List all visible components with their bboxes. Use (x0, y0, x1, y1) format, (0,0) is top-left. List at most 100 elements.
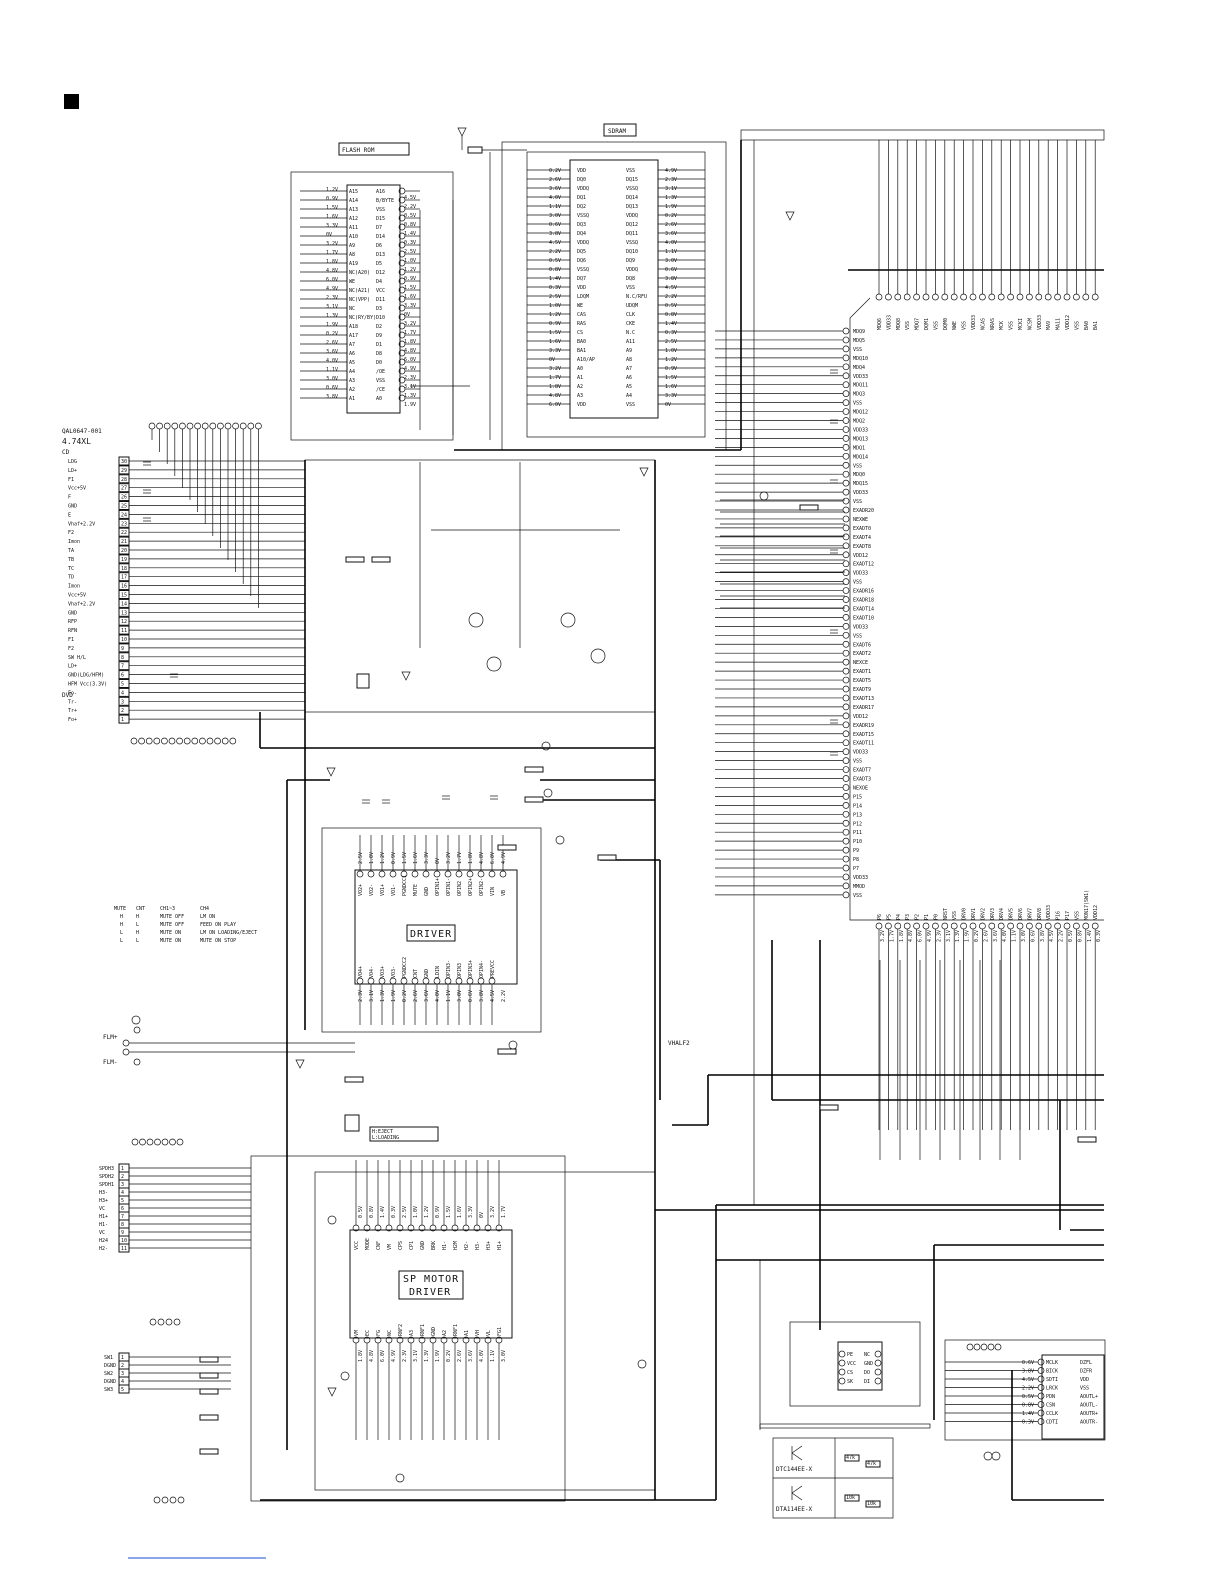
voltage-label: 1.1V (490, 1350, 496, 1362)
voltage-label: 6.0V (380, 1350, 386, 1362)
spm-bottom-pin-label: VH (475, 1330, 481, 1336)
voltage-label: 4.5V (1049, 930, 1055, 942)
flash-pin-label: NC(A20) (349, 270, 370, 276)
spm-bottom-pin-label: FG (376, 1330, 382, 1336)
mpeg-bottom-pin-label: DRV3 (990, 908, 996, 920)
voltage-label: 4.5V (490, 990, 496, 1002)
flash-pin-label: A18 (349, 324, 358, 330)
pickup-pin-label: Fo+ (68, 717, 77, 723)
flm-minus-label: FLM- (103, 1059, 117, 1066)
pickup-test-points-top (148, 422, 262, 608)
voltage-label: 1.0V (413, 1206, 419, 1218)
mute-table-cell: H (136, 914, 139, 920)
spm-bottom-pin-label: VL (486, 1330, 492, 1336)
voltage-label: 3.1V (369, 990, 375, 1002)
driver-bottom-pin-label: LDIN (435, 966, 441, 978)
pickup-test-points-bottom (130, 737, 237, 745)
pickup-pin-list: LDGLD+F1Vcc+5VFGNDEVhaf+2.2VF2ImonTATBTC… (68, 459, 107, 723)
voltage-label: 2.3V (404, 375, 416, 381)
mpeg-top-pin-label: MCK (999, 321, 1005, 330)
spindle-pin-label: SPDH3 (99, 1166, 114, 1172)
flash-pin-label: A9 (349, 243, 355, 249)
voltage-label: 3.8V (1022, 1369, 1034, 1375)
pickup-pin-label: RFP (68, 619, 77, 625)
mpeg-pin-label: MDQ0 (853, 472, 865, 478)
voltage-label: 1.6V (413, 852, 419, 864)
pickup-pin-number: 16 (121, 584, 127, 590)
mpeg-pin-label: EXADT10 (853, 615, 874, 621)
voltage-label: 3.3V (665, 393, 677, 399)
sdram-pin-label: DQ3 (577, 222, 586, 228)
sp-motor-title-1: SP MOTOR (403, 1274, 459, 1285)
driver-top-pin-label: GND (424, 887, 430, 896)
pickup-cd-label: CD (62, 449, 70, 456)
voltage-label: 6.0V (326, 277, 338, 283)
sdram-pin-label: DQ4 (577, 231, 586, 237)
voltage-label: 0.6V (326, 385, 338, 391)
voltage-label: 3.1V (404, 384, 416, 390)
voltage-label: 0.5V (404, 213, 416, 219)
mpeg-top-pin-label: MCKI (1018, 318, 1024, 330)
sdram-pin-label: CLK (626, 312, 635, 318)
spm-top-pin-label: H1+ (497, 1241, 503, 1250)
mute-table-cell: MUTE OFF (160, 922, 184, 928)
pickup-pin-number: 30 (121, 459, 127, 465)
mute-table-cell: L (136, 938, 139, 944)
voltage-label: 6.0V (490, 852, 496, 864)
flash-pin-label: D14 (376, 234, 385, 240)
sdram-right-pins: VSSDQ15VSSQDQ14DQ13VDDQDQ12DQ11VSSQDQ10D… (626, 168, 705, 408)
spindle-pin-label: H2- (99, 1246, 108, 1252)
sdram-pin-label: CAS (577, 312, 586, 318)
voltage-label: 0.2V (549, 168, 561, 174)
flash-pin-label: A13 (349, 207, 358, 213)
voltage-label: 1.5V (665, 375, 677, 381)
voltage-label: 1.6V (404, 294, 416, 300)
voltage-label: 2.2V (665, 294, 677, 300)
flash-pin-label: VSS (376, 207, 385, 213)
voltage-label: 0V (326, 232, 332, 238)
dac-pin-label: VDD (1080, 1377, 1089, 1383)
driver-top-pin-label: VO1- (391, 884, 397, 896)
switch-pin-label: SW1 (104, 1355, 113, 1361)
mpeg-bottom-pin-label: VDD33 (1046, 905, 1052, 920)
spindle-pin-number: 3 (121, 1182, 124, 1188)
mpeg-bottom-pin-label: VSS (952, 911, 958, 920)
spindle-pin-number: 9 (121, 1230, 124, 1236)
voltage-label: 6.0V (918, 930, 924, 942)
sdram-pin-label: VSS (626, 285, 635, 291)
dac-pin-label: BICK (1046, 1369, 1058, 1375)
pickup-pin-label: HFM Vcc(3.3V) (68, 682, 107, 688)
switch-pin-number: 1 (121, 1355, 124, 1361)
voltage-label: 4.8V (369, 1350, 375, 1362)
spindle-pin-label: H3+ (99, 1198, 108, 1204)
voltage-label: 4.0V (435, 990, 441, 1002)
mpeg-top-pin-label: NRAS (990, 318, 996, 330)
spm-top-pin-label: BRK (431, 1241, 437, 1250)
pickup-pin-number: 22 (121, 530, 127, 536)
voltage-label: 3.3V (326, 223, 338, 229)
voltage-label: 1.4V (1087, 930, 1093, 942)
voltage-label: 1.4V (1022, 1411, 1034, 1417)
pickup-pin-label: Fo- (68, 690, 77, 696)
voltage-label: 2.3V (358, 990, 364, 1002)
mute-table-cell: L (136, 922, 139, 928)
svg-text:47k: 47k (867, 1461, 876, 1467)
pickup-pin-number: 5 (121, 682, 124, 688)
pickup-pin-label: Vcc+5V (68, 486, 86, 492)
mpeg-top-pin-label: NWE (952, 321, 958, 330)
voltage-label: 1.9V (391, 990, 397, 1002)
voltage-annotations: 1.2V0.9V1.5V1.6V3.3V0V3.2V1.7V1.8V4.8V6.… (326, 168, 1102, 1426)
voltage-label: 0.2V (326, 331, 338, 337)
mpeg-pin-label: VDD33 (853, 750, 868, 756)
voltage-label: 4.5V (1022, 1377, 1034, 1383)
voltage-label: 4.5V (665, 285, 677, 291)
pickup-pin-label: Vcc+5V (68, 593, 86, 599)
voltage-label: 3.6V (993, 930, 999, 942)
mpeg-pin-label: EXADR20 (853, 508, 874, 514)
voltage-label: 3.2V (490, 1206, 496, 1218)
sdram-pin-label: DQ0 (577, 177, 586, 183)
voltage-label: 1.4V (549, 276, 561, 282)
voltage-label: 2.6V (326, 340, 338, 346)
